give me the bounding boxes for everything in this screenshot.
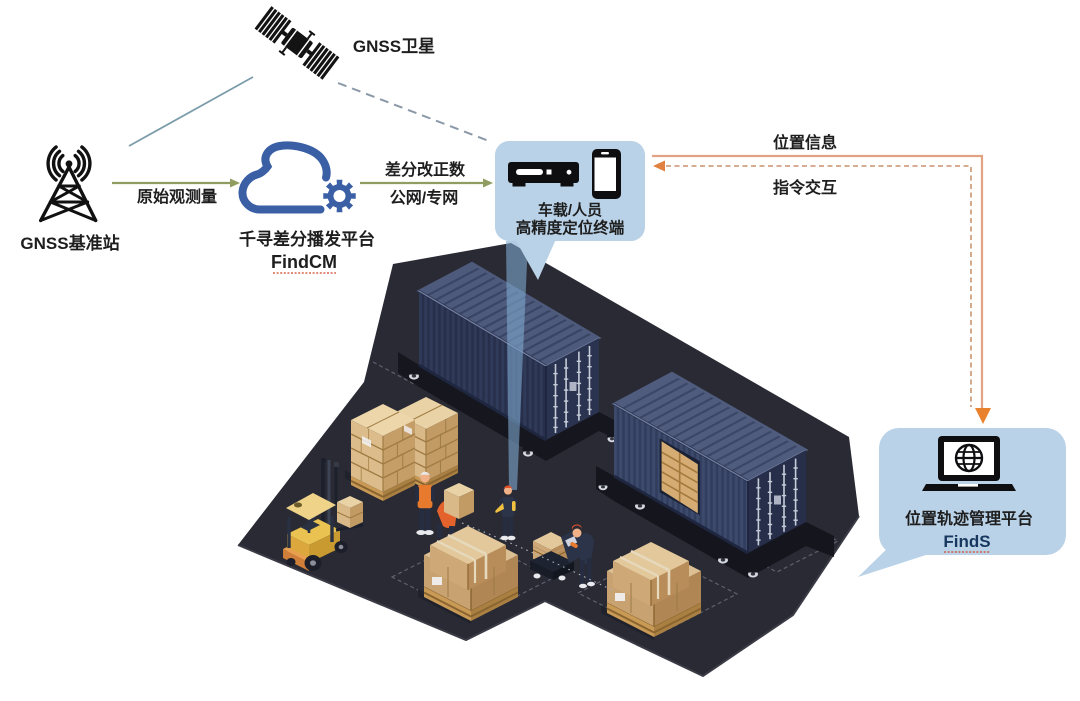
svg-text:位置轨迹管理平台: 位置轨迹管理平台 — [905, 509, 1033, 528]
svg-text:公网/专网: 公网/专网 — [390, 188, 458, 207]
svg-text:GNSS卫星: GNSS卫星 — [353, 37, 435, 56]
svg-text:位置信息: 位置信息 — [773, 133, 837, 152]
svg-text:FindS: FindS — [943, 532, 990, 551]
svg-text:FindCM: FindCM — [271, 252, 337, 272]
svg-text:GNSS基准站: GNSS基准站 — [20, 233, 119, 253]
svg-text:原始观测量: 原始观测量 — [137, 187, 217, 206]
svg-text:千寻差分播发平台: 千寻差分播发平台 — [239, 229, 375, 249]
svg-text:差分改正数: 差分改正数 — [385, 160, 466, 179]
svg-text:指令交互: 指令交互 — [773, 178, 837, 197]
svg-text:车载/人员: 车载/人员 — [538, 201, 602, 219]
svg-text:高精度定位终端: 高精度定位终端 — [516, 218, 625, 237]
